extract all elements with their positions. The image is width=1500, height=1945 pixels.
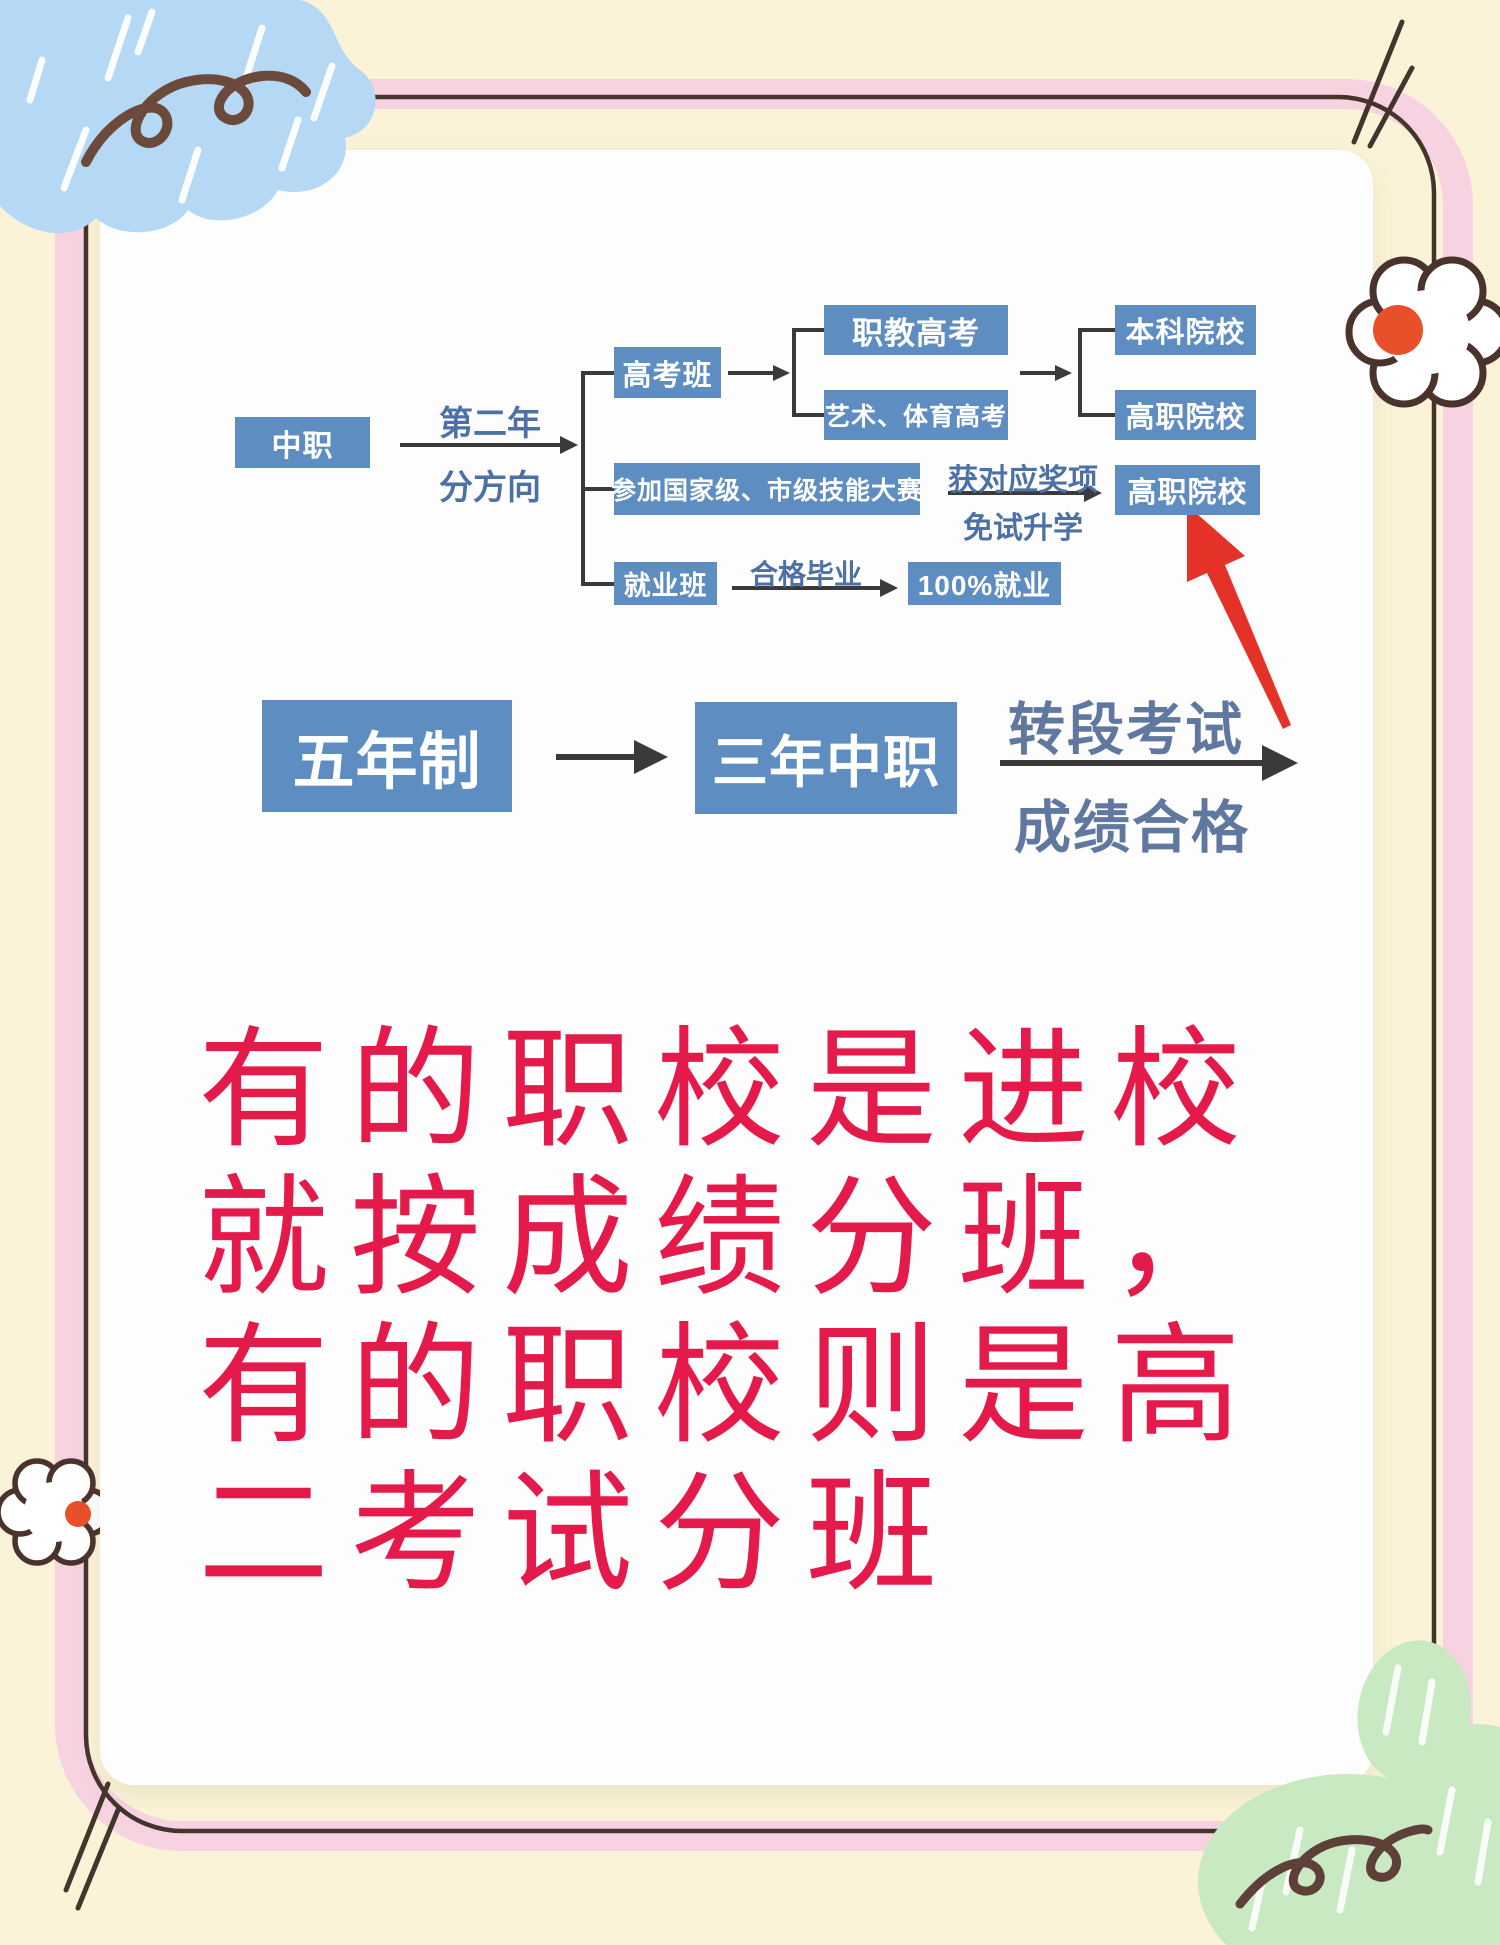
node-zhijiao-gaokao: 职教高考 [824, 305, 1008, 355]
node-jiuyeban: 就业班 [614, 562, 717, 605]
node-gaokaoban: 高考班 [614, 347, 721, 398]
node-wunianzhi: 五年制 [262, 700, 512, 812]
caption-line: 就按成绩分班， [198, 1164, 1263, 1311]
red-caption: 有的职校是进校 就按成绩分班， 有的职校则是高 二考试分班 [198, 1016, 1338, 1608]
label-zhuanduan-kaoshi: 转段考试 [1008, 698, 1244, 762]
node-sannian-zhongzhi: 三年中职 [695, 702, 957, 814]
node-gaozhi-yuanxiao-top: 高职院校 [1115, 390, 1256, 440]
label-graduate: 合格毕业 [750, 559, 863, 590]
node-yishu-tiyu-gaokao: 艺术、体育高考 [824, 390, 1008, 440]
caption-line: 二考试分班 [198, 1460, 959, 1607]
label-award-line2: 免试升学 [963, 512, 1083, 545]
label-chengji-hege: 成绩合格 [1014, 796, 1250, 860]
label-award-line1: 获对应奖项 [948, 464, 1098, 497]
label-year2-line2: 分方向 [439, 469, 541, 507]
node-benke-yuanxiao: 本科院校 [1115, 305, 1256, 355]
node-zhongzhi: 中职 [235, 417, 370, 468]
label-year2-line1: 第二年 [439, 405, 541, 443]
node-dasai: 参加国家级、市级技能大赛 [611, 463, 922, 515]
node-jiuye-100: 100%就业 [908, 562, 1061, 605]
caption-line: 有的职校则是高 [198, 1312, 1263, 1459]
node-gaozhi-yuanxiao-mid: 高职院校 [1115, 465, 1260, 515]
caption-line: 有的职校是进校 [198, 1016, 1263, 1163]
